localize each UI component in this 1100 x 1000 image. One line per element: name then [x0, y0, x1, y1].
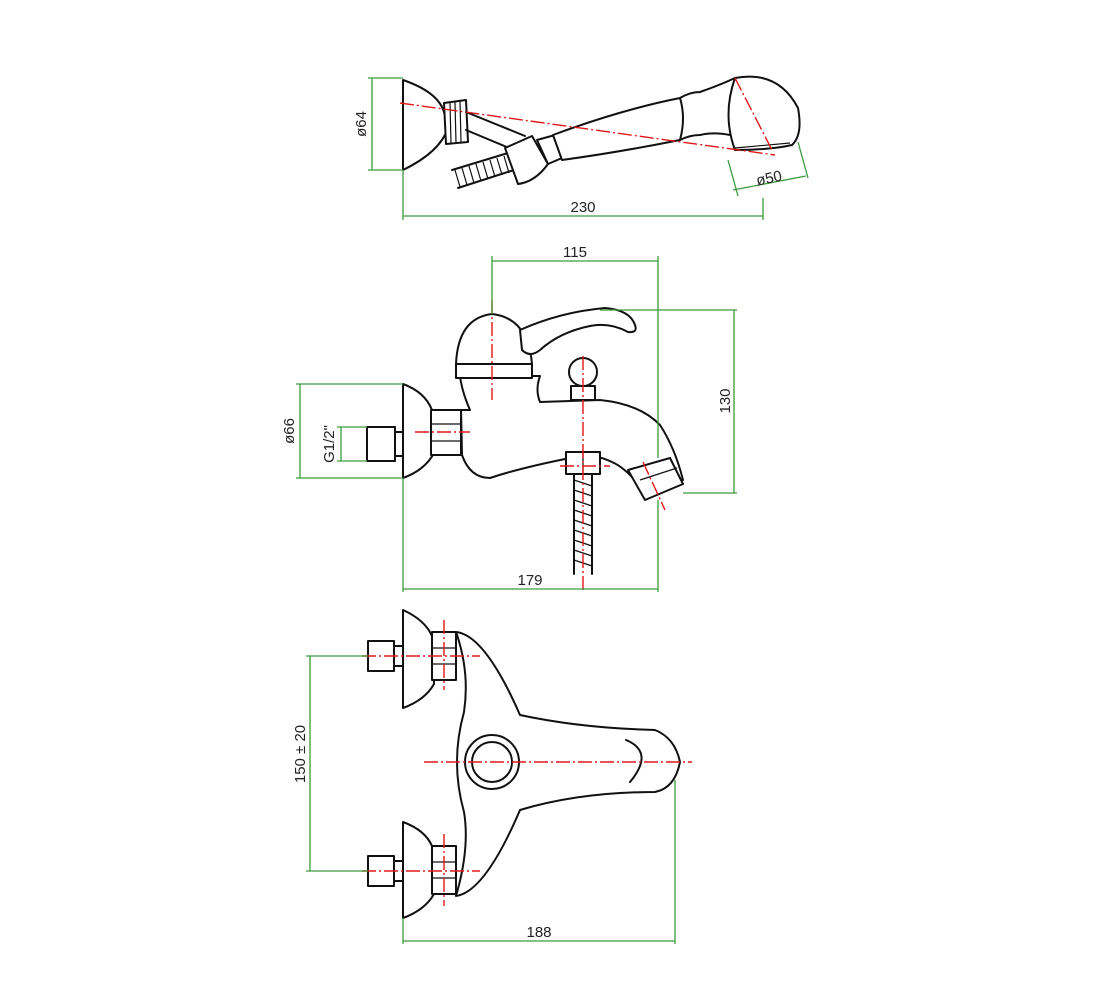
spout-centerline — [642, 461, 666, 511]
lower-rosette — [402, 821, 435, 919]
dim-inlet-thread-label: G1/2" — [321, 425, 338, 463]
dim-inlet-thread: G1/2" — [321, 425, 367, 463]
dim-hand-shower-length-label: 230 — [570, 199, 595, 216]
dim-inlet-centers: 150 ± 20 — [292, 655, 368, 872]
lever-handle — [519, 307, 637, 355]
dim-rosette-label: ø66 — [281, 418, 298, 444]
dim-overall-width-label: 188 — [526, 924, 551, 941]
dim-inlet-centers-label: 150 ± 20 — [292, 725, 309, 783]
dim-overall-depth: 179 — [402, 478, 659, 592]
shower-face — [727, 75, 801, 151]
upper-rosette — [402, 609, 435, 709]
hand-shower-centerline — [399, 102, 776, 156]
mixer-body — [459, 375, 684, 499]
dim-hand-shower-face: ø50 — [727, 141, 809, 197]
dim-hand-shower-length: 230 — [402, 170, 764, 220]
dim-spout-reach-label: 115 — [563, 244, 587, 261]
dim-overall-width: 188 — [402, 780, 676, 944]
dim-hand-shower-head: ø64 — [353, 77, 403, 171]
dim-body-height: 130 — [600, 309, 737, 494]
shower-hose — [451, 152, 515, 189]
dim-overall-depth-label: 179 — [517, 572, 542, 589]
dim-hand-shower-head-label: ø64 — [353, 111, 370, 137]
shower-holder-bell — [402, 79, 449, 171]
inlet-fitting — [366, 426, 396, 462]
dim-body-height-label: 130 — [717, 388, 734, 413]
mixer-top-view: 150 ± 20 188 — [292, 609, 692, 944]
lever-collar — [455, 363, 533, 379]
spout-nozzle — [627, 457, 684, 501]
dim-hand-shower-face-label: ø50 — [755, 168, 784, 190]
mixer-side-view: 115 130 ø66 G1/2" 179 — [281, 244, 737, 592]
wall-rosette — [402, 383, 435, 479]
dim-spout-reach: 115 — [491, 244, 659, 458]
hand-shower-view: ø64 ø50 230 — [353, 75, 809, 220]
dim-rosette: ø66 — [281, 383, 403, 479]
